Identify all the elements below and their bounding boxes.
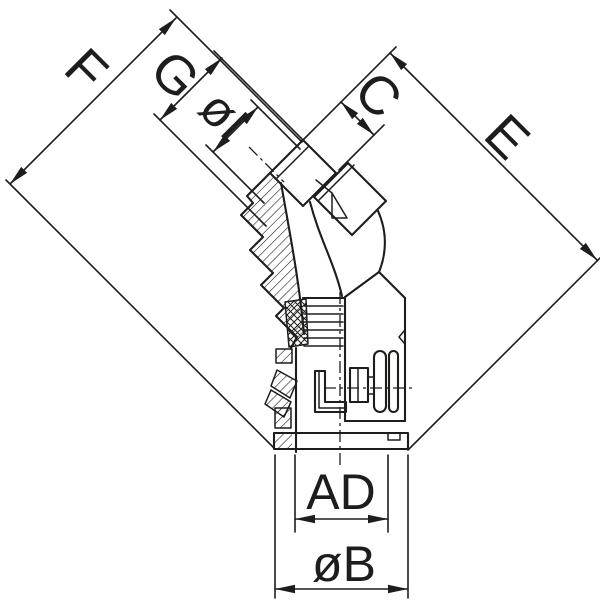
dimension-ad: AD xyxy=(294,454,389,533)
g-extension-lower xyxy=(153,113,267,227)
flange-step xyxy=(387,432,401,441)
gland-block xyxy=(275,348,293,364)
g-dimension-line xyxy=(159,57,223,121)
dimension-i: øI xyxy=(188,79,301,204)
dimension-c: C xyxy=(302,46,413,171)
ad-label: AD xyxy=(306,464,375,520)
c-extension-upper xyxy=(302,46,397,141)
bore-left-curve xyxy=(279,181,306,336)
bore-right-curve xyxy=(308,200,344,298)
tube-axis-centerline xyxy=(248,146,285,183)
i-extension-upper xyxy=(250,99,301,150)
seal-outline xyxy=(284,298,309,348)
nipple-tip xyxy=(268,138,338,208)
e-label: E xyxy=(473,103,541,171)
collar-section-triangle xyxy=(315,179,348,219)
c-dimension-line xyxy=(340,101,375,136)
spigot-profile xyxy=(239,171,299,350)
e-extension-bottom xyxy=(407,256,600,451)
collar xyxy=(312,161,388,237)
latch-pin xyxy=(348,366,370,404)
f-extension-bottom xyxy=(5,179,275,449)
g-label: G xyxy=(139,39,211,111)
c-label: C xyxy=(343,60,413,130)
f-dimension-line xyxy=(9,17,177,185)
elbow-outer-right xyxy=(376,209,386,274)
i-dimension-line xyxy=(212,106,259,153)
release-slot-1 xyxy=(372,349,388,414)
f-extension-top xyxy=(169,9,303,143)
release-slot-2 xyxy=(387,349,400,414)
collar-inner-edge xyxy=(317,164,355,202)
ferrule-rings xyxy=(303,305,344,347)
gland-block-hatch xyxy=(276,349,292,363)
dimension-b: øB xyxy=(274,454,409,599)
centerlines xyxy=(248,146,414,468)
latch-clip xyxy=(313,369,348,414)
f-label: F xyxy=(53,37,119,103)
i-extension-lower xyxy=(205,144,265,204)
e-dimension-line xyxy=(389,52,598,261)
pawl-upper xyxy=(270,369,298,399)
b-label: øB xyxy=(312,536,376,592)
body-right-notch xyxy=(398,329,406,345)
i-label: øI xyxy=(188,79,259,150)
nipple-tip-inner-edge xyxy=(275,145,310,180)
g-extension-upper xyxy=(213,50,310,147)
dimension-e: E xyxy=(389,52,600,451)
flange-left-hatch xyxy=(274,433,292,449)
body-shoulder xyxy=(343,270,407,300)
latch-clip-inner xyxy=(318,370,347,409)
gland-block2-hatch xyxy=(275,408,291,428)
pawl-upper-hatch xyxy=(271,370,297,398)
gland-block2 xyxy=(274,407,292,429)
pawl-lower xyxy=(264,389,292,418)
c-extension-lower xyxy=(338,124,385,171)
fitting-outline xyxy=(239,138,410,454)
